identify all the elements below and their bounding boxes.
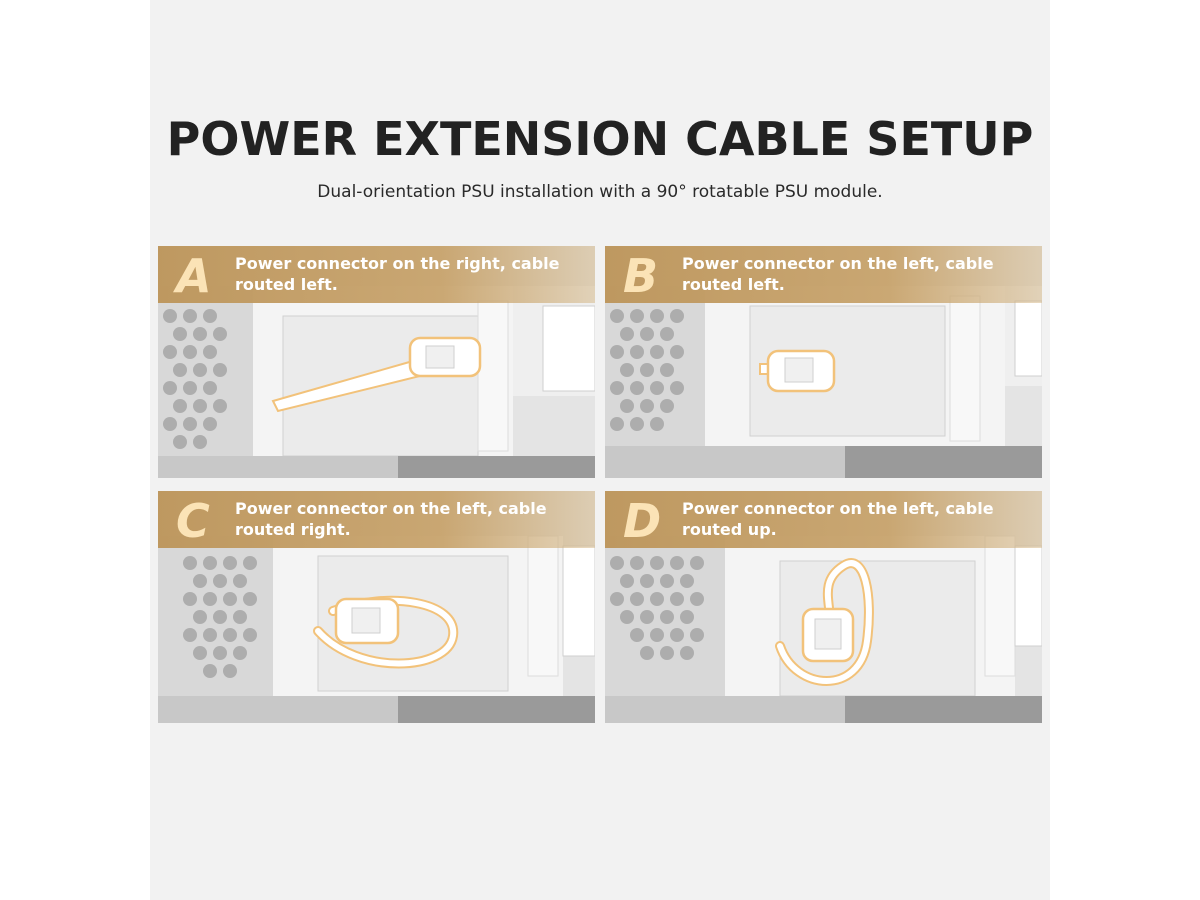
caption-band: [605, 491, 1042, 548]
panel-letter: A: [176, 249, 212, 303]
panel-caption: Power connector on the left, cable route…: [235, 499, 547, 539]
panel-a: A Power connector on the right, cable ro…: [158, 246, 595, 478]
panel-letter: B: [623, 249, 659, 303]
page-subtitle: Dual-orientation PSU installation with a…: [317, 182, 883, 202]
caption-band: [605, 246, 1042, 303]
panel-letter: C: [176, 494, 210, 548]
page-title: POWER EXTENSION CABLE SETUP: [166, 112, 1034, 166]
panel-caption: Power connector on the left, cable route…: [682, 499, 994, 539]
panel-b: B Power connector on the left, cable rou…: [605, 246, 1042, 478]
caption-band: [158, 491, 595, 548]
caption-band: [158, 246, 595, 303]
panel-letter: D: [623, 494, 662, 548]
panel-caption: Power connector on the left, cable route…: [682, 254, 994, 294]
psu-illustration-b: [605, 246, 1042, 478]
panel-c: C Power connector on the left, cable rou…: [158, 491, 595, 723]
panel-caption: Power connector on the right, cable rout…: [235, 254, 560, 294]
panel-d: D Power connector on the left, cable rou…: [605, 491, 1042, 723]
